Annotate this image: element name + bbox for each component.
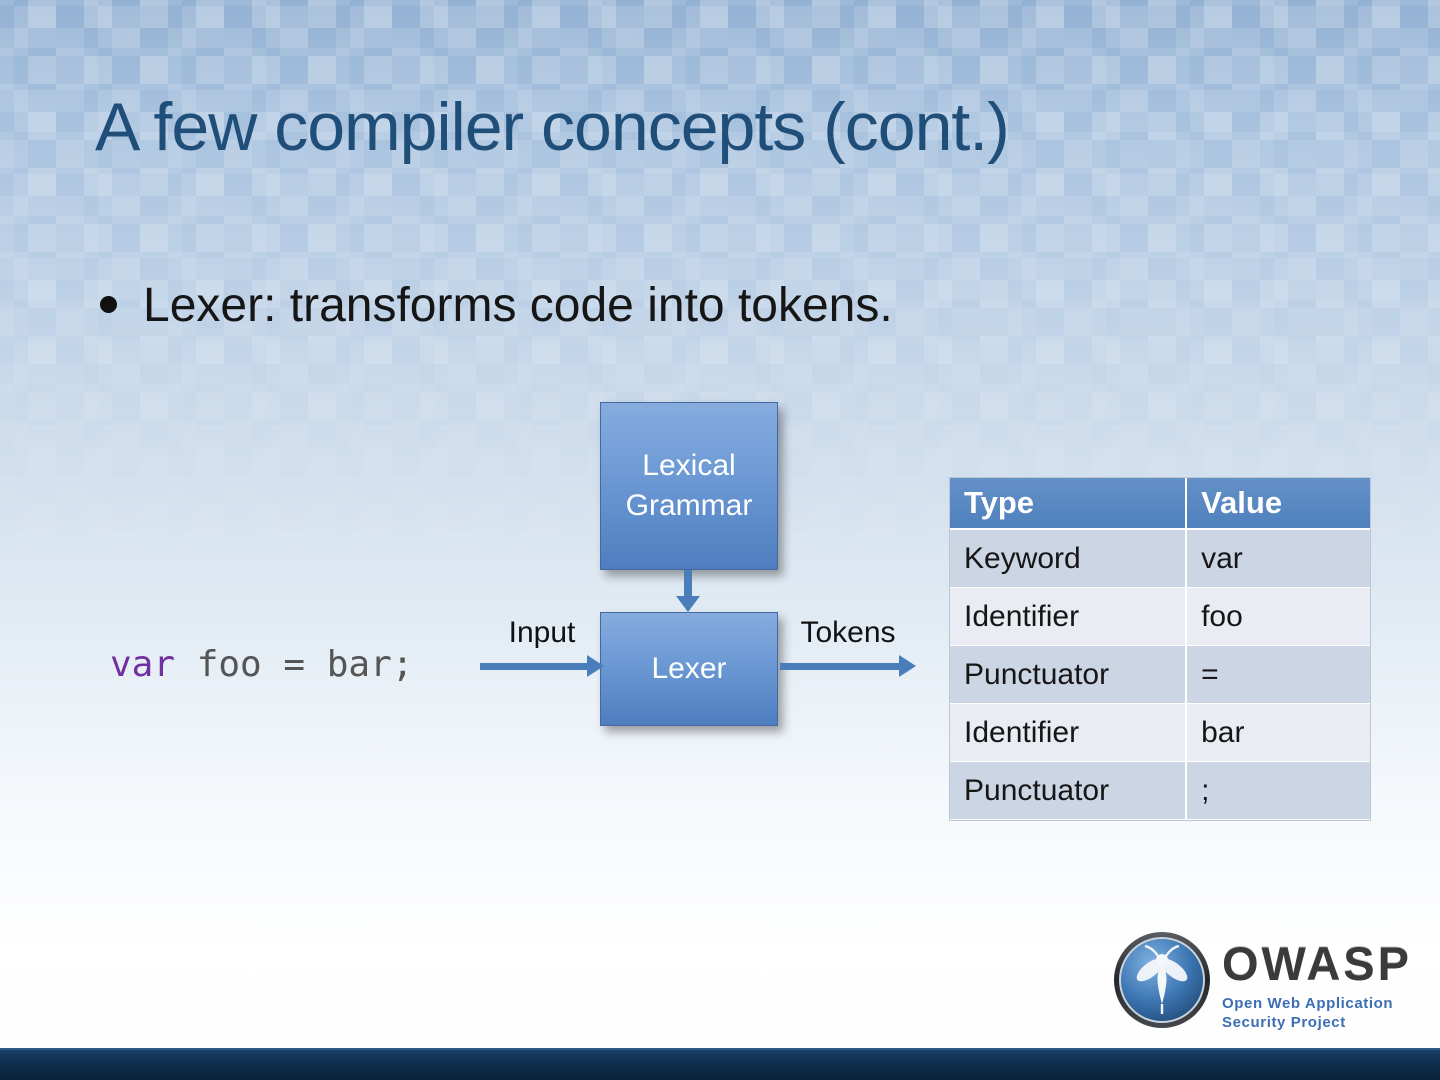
owasp-text-block: OWASP Open Web Application Security Proj… — [1222, 930, 1412, 1033]
table-row: Identifier foo — [950, 587, 1370, 646]
code-snippet: var foo = bar; — [110, 644, 413, 685]
lexer-box: Lexer — [600, 612, 778, 726]
table-row: Punctuator ; — [950, 761, 1370, 820]
input-label: Input — [508, 616, 576, 649]
code-rest: foo = bar; — [175, 644, 414, 685]
slide-title: A few compiler concepts (cont.) — [95, 89, 1010, 165]
token-value-cell: foo — [1185, 587, 1370, 646]
arrow-head — [899, 655, 916, 677]
token-type-cell: Punctuator — [950, 645, 1187, 704]
token-type-cell: Keyword — [950, 529, 1187, 588]
bullet-marker — [100, 296, 117, 313]
arrow-down-grammar-to-lexer-icon — [666, 570, 710, 612]
owasp-wasp-icon — [1114, 932, 1210, 1028]
arrow-right-input-icon — [480, 655, 604, 677]
arrow-head — [676, 596, 700, 612]
owasp-logo-block: OWASP Open Web Application Security Proj… — [1112, 930, 1412, 1033]
owasp-wordmark: OWASP — [1222, 937, 1412, 990]
arrow-head — [587, 655, 604, 677]
token-value-cell: bar — [1185, 703, 1370, 762]
bullet-text: Lexer: transforms code into tokens. — [143, 279, 893, 332]
table-row: Punctuator = — [950, 645, 1370, 704]
bottom-bar — [0, 1048, 1440, 1080]
lexical-grammar-box: Lexical Grammar — [600, 402, 778, 570]
col-header-type: Type — [950, 478, 1187, 530]
owasp-subtitle-line2: Security Project — [1222, 1013, 1346, 1031]
col-header-value: Value — [1185, 478, 1370, 530]
token-value-cell: var — [1185, 529, 1370, 588]
bullet-row: Lexer: transforms code into tokens. — [100, 278, 893, 333]
lexical-grammar-label-line2: Grammar — [625, 489, 753, 522]
token-type-cell: Punctuator — [950, 761, 1187, 820]
tokens-label: Tokens — [800, 616, 896, 649]
lexer-label: Lexer — [651, 651, 727, 685]
owasp-subtitle-line1: Open Web Application — [1222, 995, 1394, 1012]
arrow-line — [480, 663, 588, 670]
arrow-line — [780, 663, 899, 670]
owasp-subtitle: Open Web Application Security Project — [1222, 995, 1412, 1033]
table-row: Identifier bar — [950, 703, 1370, 762]
code-keyword: var — [110, 644, 176, 685]
token-value-cell: ; — [1185, 761, 1370, 820]
table-row: Keyword var — [950, 529, 1370, 588]
arrow-right-tokens-icon — [780, 655, 916, 677]
arrow-line — [684, 570, 692, 596]
token-type-cell: Identifier — [950, 703, 1187, 762]
table-header-row: Type Value — [950, 478, 1370, 530]
token-value-cell: = — [1185, 645, 1370, 704]
token-table: Type Value Keyword var Identifier foo Pu… — [949, 477, 1371, 821]
token-type-cell: Identifier — [950, 587, 1187, 646]
lexical-grammar-label-line1: Lexical — [642, 448, 736, 482]
